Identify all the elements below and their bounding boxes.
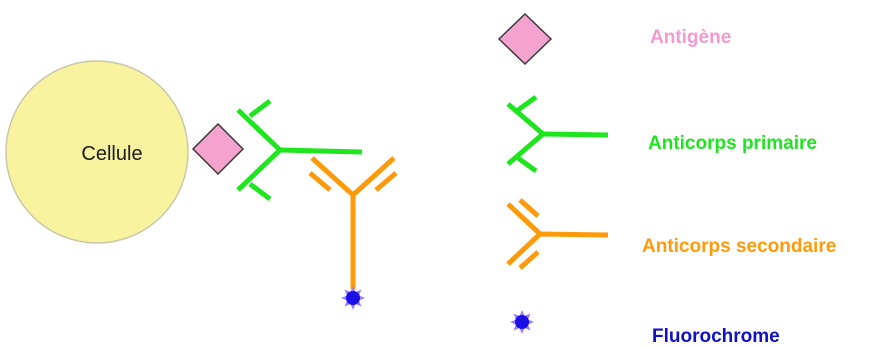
legend-secondary-label: Anticorps secondaire <box>642 236 836 257</box>
cell: Cellule <box>5 60 189 244</box>
legend-antigen-label: Antigène <box>650 27 731 48</box>
legend-fluorochrome-label: Fluorochrome <box>652 326 780 347</box>
fluorochrome-star-icon <box>341 286 365 310</box>
cell-circle <box>5 60 189 244</box>
legend: Antigène Anticorps primaire Anticorps se… <box>497 12 836 347</box>
legend-antigen-diamond-icon <box>497 12 553 66</box>
legend-primary-label: Anticorps primaire <box>648 133 817 154</box>
secondary-antibody-icon <box>308 156 398 289</box>
legend-fluorochrome-star-icon <box>510 310 534 334</box>
legend-secondary-antibody-icon <box>506 198 609 270</box>
cell-label: Cellule <box>81 143 142 165</box>
primary-antibody-icon <box>236 99 363 201</box>
legend-primary-antibody-icon <box>506 94 609 174</box>
antigen-diamond-icon <box>191 122 245 176</box>
